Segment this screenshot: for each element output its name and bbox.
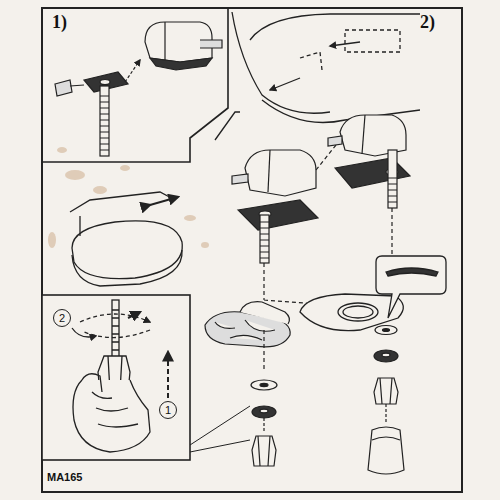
callout-circle: 1 [159,401,177,419]
panel-one-parts [55,22,222,156]
panel-one-border [42,8,228,162]
callout-number: 2 [59,313,65,324]
part-code: MA165 [47,472,82,483]
hardware-left [251,330,277,466]
step-number: 1) [52,13,67,31]
toilet-seat [70,192,182,286]
leader-line [190,440,250,452]
hinge-left [232,140,340,305]
tightening-inset [42,295,190,460]
detail-bubble [376,256,446,318]
callout-number: 1 [165,405,171,416]
leader-line [190,406,250,445]
hardware-right [368,326,404,475]
hand-cloth [205,302,290,347]
outer-frame [42,8,462,492]
callout-circle: 2 [53,309,71,327]
step-number: 2) [420,13,435,31]
